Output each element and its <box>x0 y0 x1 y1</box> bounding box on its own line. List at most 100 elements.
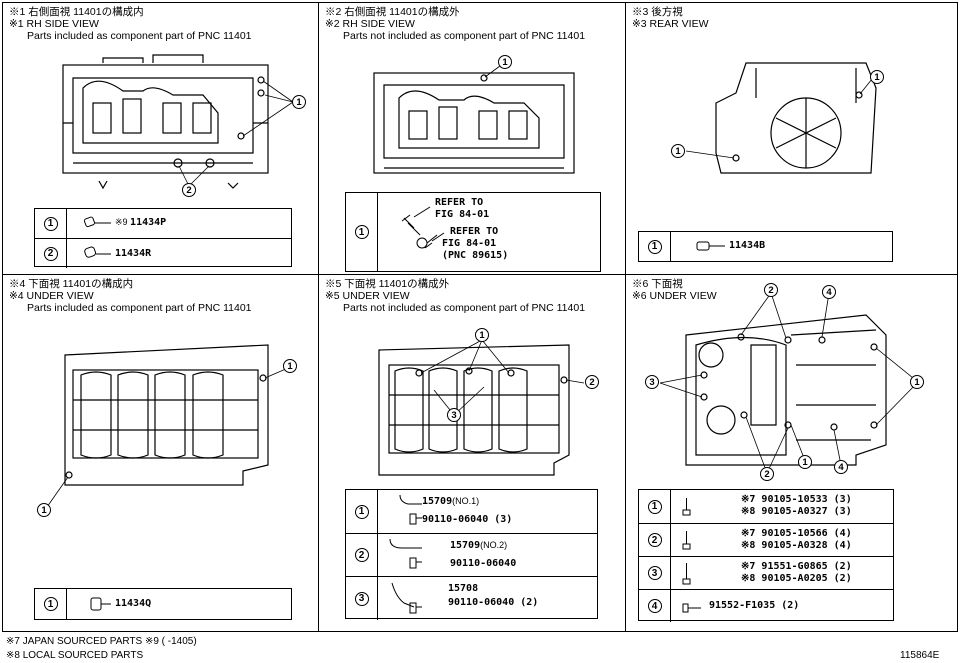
header-jp: ※5 下面視 11401の構成外 <box>325 278 450 290</box>
callout-4: 4 <box>822 285 836 299</box>
header-en: ※4 UNDER VIEW <box>9 290 94 302</box>
reference-figure: FIG 84-01 <box>442 238 497 249</box>
panel-under-view-excluded: ※5 下面視 11401の構成外 ※5 UNDER VIEW Parts not… <box>318 274 626 632</box>
panel-header: ※6 下面視 ※6 UNDER VIEW <box>632 278 717 302</box>
callout-1: 1 <box>498 55 512 69</box>
panel-header: ※1 右側面視 11401の構成内 ※1 RH SIDE VIEW Parts … <box>9 6 252 42</box>
table-row: 2 11434R <box>35 238 291 268</box>
panel-under-view-bolts: ※6 下面視 ※6 UNDER VIEW 2 4 3 1 2 1 4 1 <box>625 274 958 632</box>
header-jp: ※2 右側面視 11401の構成外 <box>325 6 460 18</box>
reference-pnc: (PNC 89615) <box>442 250 509 261</box>
callout-1: 1 <box>671 144 685 158</box>
reference-label: REFER TO <box>435 197 484 208</box>
callout-2: 2 <box>585 375 599 389</box>
bolt-icon <box>682 563 691 585</box>
parts-table: 1 ※9 11434P 2 11434R <box>34 208 292 268</box>
bolt-number-local: ※8 90105-A0205 (2) <box>741 573 852 584</box>
panel-rh-side-view-included: ※1 右側面視 11401の構成内 ※1 RH SIDE VIEW Parts … <box>2 2 319 275</box>
parts-table: 1 REFER TO FIG 84-01 REFER TO FIG 84-01 … <box>345 192 601 272</box>
table-row: 3 15708 90110-06040 (2) <box>346 576 597 620</box>
bolt-number-local: ※8 90105-A0327 (3) <box>741 506 852 517</box>
oil-jet-icon <box>389 538 422 569</box>
header-jp: ※4 下面視 11401の構成内 <box>9 278 134 290</box>
plug-icon <box>90 597 111 611</box>
row-number: 2 <box>647 533 662 547</box>
reference-figure: FIG 84-01 <box>435 209 490 220</box>
oil-jet-icon <box>391 582 422 614</box>
panel-header: ※5 下面視 11401の構成外 ※5 UNDER VIEW Parts not… <box>325 278 585 314</box>
callout-4: 4 <box>834 460 848 474</box>
bolt-number: 90110-06040 (3) <box>422 514 513 525</box>
bolt-and-bracket-icon <box>401 206 445 249</box>
plug-icon <box>84 246 111 258</box>
plug-icon <box>83 216 111 228</box>
engine-block-under-drawing <box>378 339 585 476</box>
part-number: 11434R <box>115 248 152 259</box>
part-number: 15708 <box>448 583 479 594</box>
table-row: 4 91552-F1035 (2) <box>639 589 893 622</box>
part-note: (NO.1) <box>452 496 480 506</box>
header-jp: ※3 後方視 <box>632 6 683 18</box>
engine-block-rear-drawing <box>685 62 877 174</box>
header-jp: ※6 下面視 <box>632 278 683 290</box>
header-desc: Parts not included as component part of … <box>343 302 586 314</box>
illustration-code: 115864E <box>900 650 940 661</box>
bolt-number: 90110-06040 <box>450 558 517 569</box>
footnote-local-sourced: ※8 LOCAL SOURCED PARTS <box>6 650 144 661</box>
part-number: 15709 <box>450 540 481 551</box>
row-number: 1 <box>43 216 58 231</box>
bolt-icon <box>682 498 691 516</box>
callout-3: 3 <box>447 408 461 422</box>
bolt-number-japan: ※7 90105-10533 (3) <box>741 494 852 505</box>
row-number: 1 <box>43 597 58 611</box>
bolt-number-local: ※8 90105-A0328 (4) <box>741 540 852 551</box>
table-row: 1 ※7 90105-10533 (3) ※8 90105-A0327 (3) <box>639 490 893 523</box>
table-row: 1 11434B <box>639 232 892 261</box>
callout-2: 2 <box>182 183 196 197</box>
header-en: ※3 REAR VIEW <box>632 18 709 30</box>
table-row: 2 15709(NO.2) 90110-06040 <box>346 533 597 576</box>
header-en: ※6 UNDER VIEW <box>632 290 717 302</box>
row-number: 2 <box>43 246 58 261</box>
header-jp: ※1 右側面視 11401の構成内 <box>9 6 144 18</box>
panel-header: ※4 下面視 11401の構成内 ※4 UNDER VIEW Parts inc… <box>9 278 252 314</box>
parts-table: 1 11434Q <box>34 588 292 620</box>
callout-1: 1 <box>37 503 51 517</box>
panel-header: ※2 右側面視 11401の構成外 ※2 RH SIDE VIEW Parts … <box>325 6 585 42</box>
engine-block-rh-side-drawing <box>62 54 294 190</box>
row-number: 1 <box>647 499 662 514</box>
table-row: 1 ※9 11434P <box>35 209 291 238</box>
part-number: 11434B <box>729 240 766 251</box>
table-row: 1 REFER TO FIG 84-01 REFER TO FIG 84-01 … <box>346 193 600 271</box>
callout-1: 1 <box>910 375 924 389</box>
table-row: 1 15709(NO.1) 90110-06040 (3) <box>346 490 597 533</box>
header-desc: Parts not included as component part of … <box>343 30 586 42</box>
row-number: 1 <box>647 239 662 254</box>
part-note: (NO.2) <box>480 540 508 550</box>
callout-3: 3 <box>645 375 659 389</box>
header-en: ※2 RH SIDE VIEW <box>325 18 415 30</box>
row-number: 3 <box>354 591 369 606</box>
callout-1: 1 <box>283 359 297 373</box>
callout-1: 1 <box>798 455 812 469</box>
header-en: ※5 UNDER VIEW <box>325 290 410 302</box>
parts-table: 1 11434B <box>638 231 893 262</box>
plug-icon <box>696 241 725 251</box>
callout-1: 1 <box>475 328 489 342</box>
reference-label: REFER TO <box>450 226 499 237</box>
header-en: ※1 RH SIDE VIEW <box>9 18 99 30</box>
table-row: 1 11434Q <box>35 589 291 619</box>
engine-block-under-drawing <box>659 292 919 474</box>
bolt-number-japan: ※7 91551-G0865 (2) <box>741 561 852 572</box>
row-number: 4 <box>647 599 662 613</box>
row-number: 2 <box>354 548 369 562</box>
row-number: 3 <box>647 566 662 580</box>
panel-rh-side-view-excluded: ※2 右側面視 11401の構成外 ※2 RH SIDE VIEW Parts … <box>318 2 626 275</box>
footnote-japan-sourced: ※7 JAPAN SOURCED PARTS ※9 ( -1405) <box>6 636 197 647</box>
callout-1: 1 <box>870 70 884 84</box>
oil-jet-icon <box>399 494 422 525</box>
parts-table: 1 15709(NO.1) 90110-06040 (3) 2 15709(NO… <box>345 489 598 620</box>
engine-block-under-drawing <box>46 344 289 508</box>
panel-header: ※3 後方視 ※3 REAR VIEW <box>632 6 708 30</box>
callout-2: 2 <box>760 467 774 481</box>
